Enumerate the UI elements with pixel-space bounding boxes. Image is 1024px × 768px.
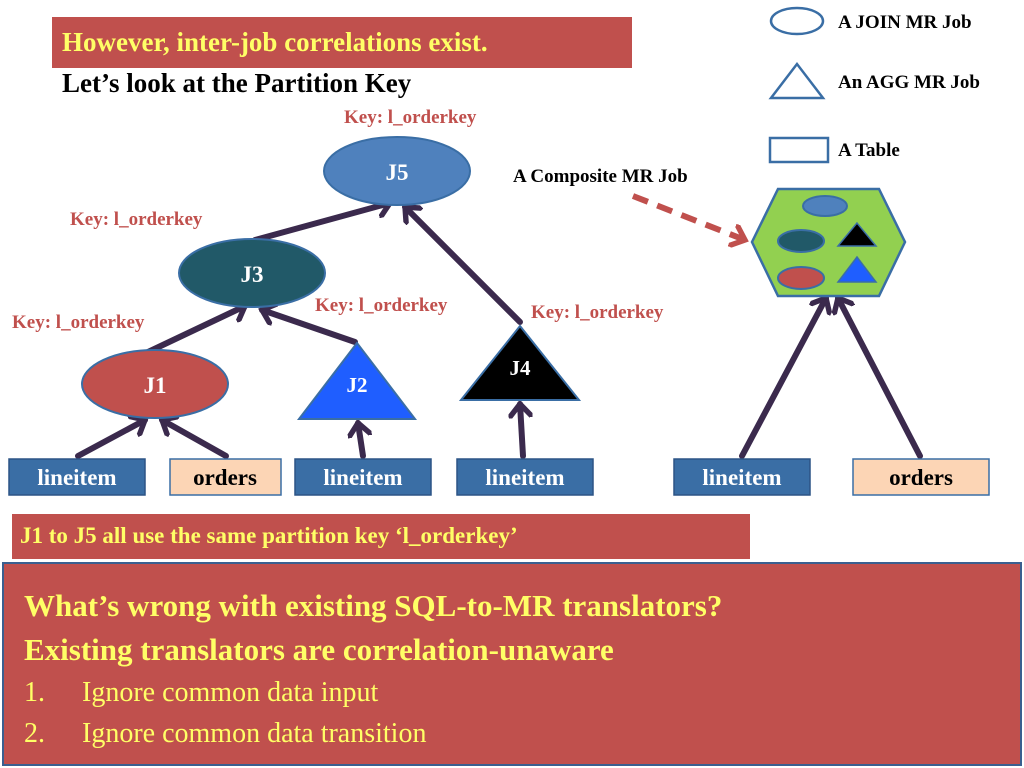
job-j4-triangle [458,324,582,401]
job-nodes: J5 J3 J1 J2 J4 [81,136,582,420]
composite-black-triangle [836,221,878,247]
legend-join-ellipse [769,6,825,36]
composite-red-ellipse [777,266,825,290]
arrow-j4-to-j5 [402,204,523,325]
arrow-j3-to-j5 [252,203,390,243]
job-j3-label: J3 [241,262,264,287]
job-j5-label: J5 [386,160,409,185]
summary-answer: Existing translators are correlation-una… [24,632,614,667]
arrow-lineitem-to-j1 [75,420,145,459]
summary-item-text: Ignore common data transition [82,718,427,749]
legend: A JOIN MR Job An AGG MR Job A Table [768,6,980,164]
composite-blue-triangle [836,255,878,283]
table-lineitem-1-label: lineitem [37,465,116,490]
table-lineitem-3 [456,458,594,496]
top-banner: However, inter-job correlations exist. [52,17,632,68]
arrow-j1-to-j3 [145,306,245,355]
table-lineitem-4-label: lineitem [702,465,781,490]
table-lineitem-1 [8,458,146,496]
legend-agg-label: An AGG MR Job [838,72,980,93]
key-label-j1: Key: l_orderkey [12,312,145,333]
summary-item: 1. Ignore common data input [24,672,1020,713]
key-label-j2: Key: l_orderkey [315,295,448,316]
arrow-j2-to-j3 [262,310,358,345]
job-j1-label: J1 [144,373,167,398]
job-j2-label: J2 [347,373,368,397]
table-orders-1 [169,458,282,496]
partition-key-banner: J1 to J5 all use the same partition key … [12,514,750,559]
summary-item-number: 1. [24,677,45,708]
legend-join-label: A JOIN MR Job [838,12,972,33]
job-j2-triangle [296,341,418,420]
summary-box: What’s wrong with existing SQL-to-MR tra… [2,562,1022,766]
arrow-lineitem-to-composite [739,298,826,459]
key-label-j5: Key: l_orderkey [344,107,477,128]
table-lineitem-3-label: lineitem [485,465,564,490]
table-orders-1-label: orders [193,465,257,490]
composite-blue-ellipse [802,195,848,217]
table-lineitem-2 [294,458,432,496]
tree-arrows [75,203,923,459]
table-lineitem-2-label: lineitem [323,465,402,490]
legend-agg-triangle [768,61,826,100]
composite-mr-job [750,187,907,298]
job-j5-ellipse [323,136,471,206]
table-orders-2-label: orders [889,465,953,490]
table-lineitem-4 [673,458,811,496]
composite-teal-ellipse [777,229,825,253]
composite-label: A Composite MR Job [513,166,688,187]
arrow-orders-to-composite [838,298,923,459]
summary-item-text: Ignore common data input [82,677,379,708]
key-label-j4: Key: l_orderkey [531,302,664,323]
key-label-j3: Key: l_orderkey [70,209,203,230]
summary-item-number: 2. [24,718,45,749]
table-orders-2 [852,458,990,496]
summary-item: 2. Ignore common data transition [24,713,1020,754]
job-j4-label: J4 [510,356,532,380]
composite-pointer-arrow [631,193,745,240]
summary-question: What’s wrong with existing SQL-to-MR tra… [24,588,723,623]
arrow-orders-to-j1 [162,420,229,459]
partition-key-labels: Key: l_orderkey Key: l_orderkey Key: l_o… [12,107,664,333]
tables: lineitem orders lineitem lineitem lineit… [8,458,990,496]
job-j3-ellipse [178,238,326,308]
legend-table-rect [768,136,830,164]
arrow-lineitem-to-j4 [520,404,523,459]
legend-table-label: A Table [838,140,900,161]
arrow-lineitem-to-j2 [358,423,363,459]
slide-subtitle: Let’s look at the Partition Key [62,68,412,98]
job-j1-ellipse [81,349,229,419]
